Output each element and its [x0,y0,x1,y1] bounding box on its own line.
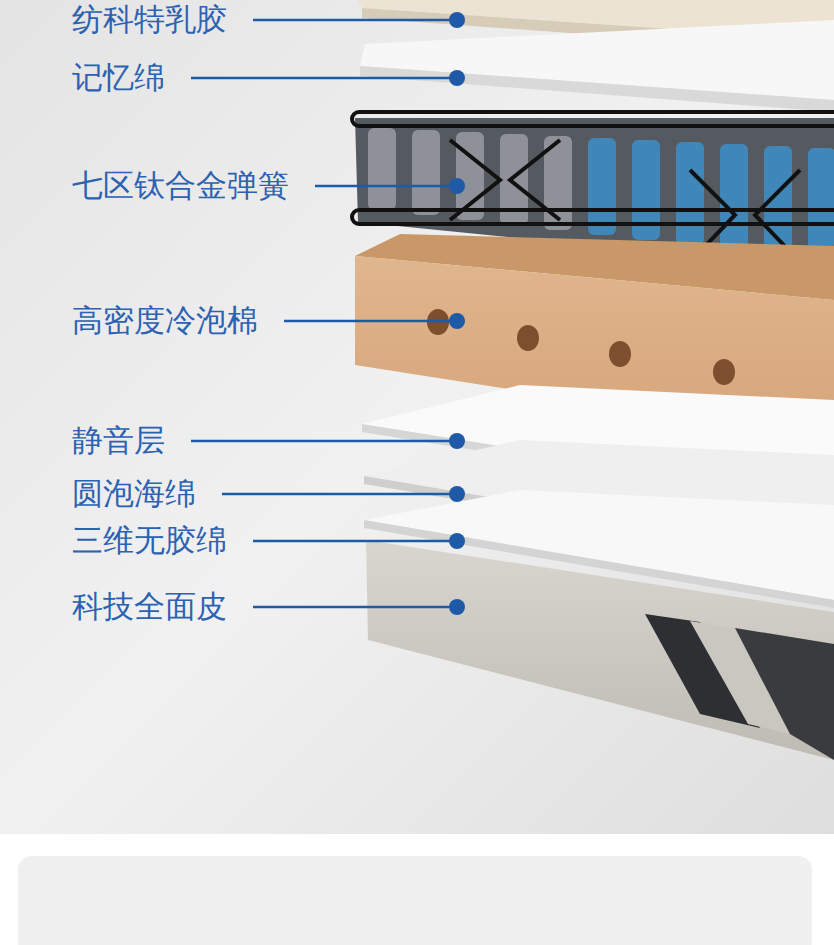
leader-dot [449,313,465,329]
leader-line [191,77,457,80]
spring-coil [456,132,484,220]
cover-layer [366,540,834,760]
spring-coil [720,144,748,250]
leader-line [284,320,457,323]
leader-line [315,185,457,188]
layer-label: 三维无胶绵 [72,523,227,559]
foam-holes [427,309,735,385]
spring-coil [588,138,616,235]
leader-line [253,606,457,609]
memory-foam-side [360,66,834,112]
spring-coil [368,128,396,210]
leader-dot [449,599,465,615]
leader-line [253,19,457,22]
layer-label: 记忆绵 [72,60,165,96]
spring-coil [412,130,440,215]
layer-label: 圆泡海绵 [72,476,196,512]
layer-label: 静音层 [72,423,165,459]
leader-dot [449,433,465,449]
leader-dot [449,12,465,28]
cover-stripe [735,628,834,760]
leader-line [253,540,457,543]
layer-label: 科技全面皮 [72,589,227,625]
layer-label: 高密度冷泡棉 [72,303,258,339]
leader-dot [449,178,465,194]
leader-dot [449,70,465,86]
spring-coil [676,142,704,245]
layer-label: 七区钛合金弹簧 [72,168,289,204]
spring-coil [808,148,834,260]
layer-label: 纺科特乳胶 [72,2,227,38]
leader-line [191,440,457,443]
info-card [18,856,812,945]
leader-dot [449,486,465,502]
leader-dot [449,533,465,549]
leader-line [222,493,457,496]
